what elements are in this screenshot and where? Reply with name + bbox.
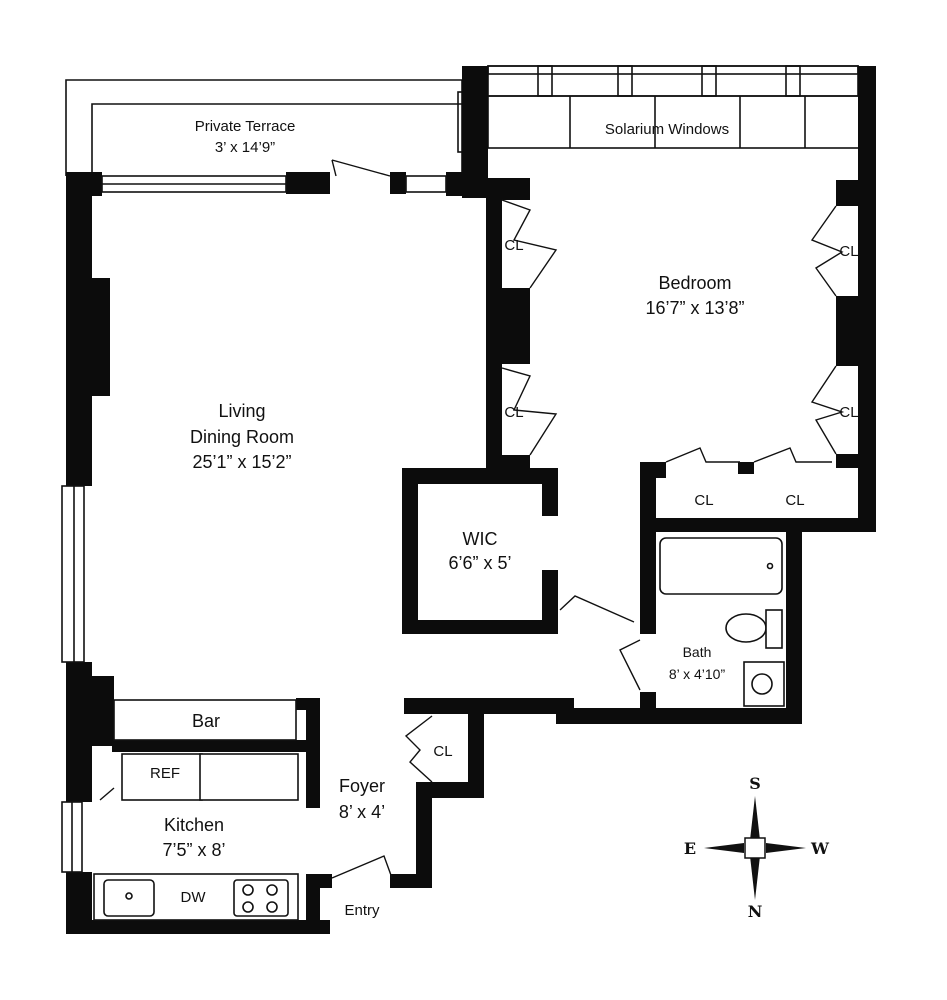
- kitchen-size: 7’5” x 8’: [162, 840, 225, 860]
- compass-needle-west: [766, 843, 806, 853]
- closet-label: CL: [839, 243, 858, 260]
- closet-label: CL: [504, 404, 523, 421]
- bar-counter: [113, 699, 297, 741]
- compass-rose: S N E W: [684, 774, 830, 921]
- bedroom-name: Bedroom: [658, 273, 731, 293]
- solarium-windows: [457, 65, 864, 153]
- living-name-2: Dining Room: [190, 427, 294, 447]
- bath-size: 8’ x 4’10”: [669, 666, 726, 682]
- closet-label: CL: [433, 743, 452, 760]
- wic-name: WIC: [463, 529, 498, 549]
- closet-label: CL: [785, 492, 804, 509]
- room-labels: Private Terrace 3’ x 14’9” Solarium Wind…: [162, 118, 744, 919]
- closet-label: CL: [504, 237, 523, 254]
- toilet: [725, 613, 767, 643]
- foyer-size: 8’ x 4’: [339, 802, 385, 822]
- compass-needle-north: [750, 856, 760, 900]
- compass-east: E: [684, 839, 696, 858]
- foyer-name: Foyer: [339, 776, 385, 796]
- kitchen-name: Kitchen: [164, 815, 224, 835]
- bath-sink: [743, 661, 785, 707]
- fixtures: [93, 537, 785, 921]
- dw-label: DW: [181, 889, 207, 906]
- walls: [66, 66, 876, 934]
- bathtub: [659, 537, 783, 595]
- compass-west: W: [810, 839, 830, 858]
- living-size: 25’1” x 15’2”: [192, 452, 291, 472]
- solarium-name: Solarium Windows: [605, 121, 729, 138]
- bedroom-size: 16’7” x 13’8”: [645, 298, 744, 318]
- closet-labels: CL CL CL CL CL CL CL REF DW: [150, 237, 859, 906]
- compass-needle-east: [704, 843, 744, 853]
- ref-label: REF: [150, 765, 180, 782]
- bar-name: Bar: [192, 711, 220, 731]
- kitchen-counter-top: [199, 753, 299, 801]
- windows: [61, 175, 447, 873]
- closet-label: CL: [839, 404, 858, 421]
- compass-north: N: [748, 902, 763, 921]
- terrace-name: Private Terrace: [195, 118, 296, 135]
- bath-name: Bath: [683, 644, 712, 660]
- compass-south: S: [749, 774, 761, 793]
- stove: [233, 879, 289, 917]
- wic-size: 6’6” x 5’: [448, 553, 511, 573]
- terrace-size: 3’ x 14’9”: [215, 139, 275, 156]
- closet-label: CL: [694, 492, 713, 509]
- compass-needle-south: [750, 796, 760, 840]
- living-name-1: Living: [218, 401, 265, 421]
- doors: [99, 159, 845, 879]
- entry-name: Entry: [344, 902, 380, 919]
